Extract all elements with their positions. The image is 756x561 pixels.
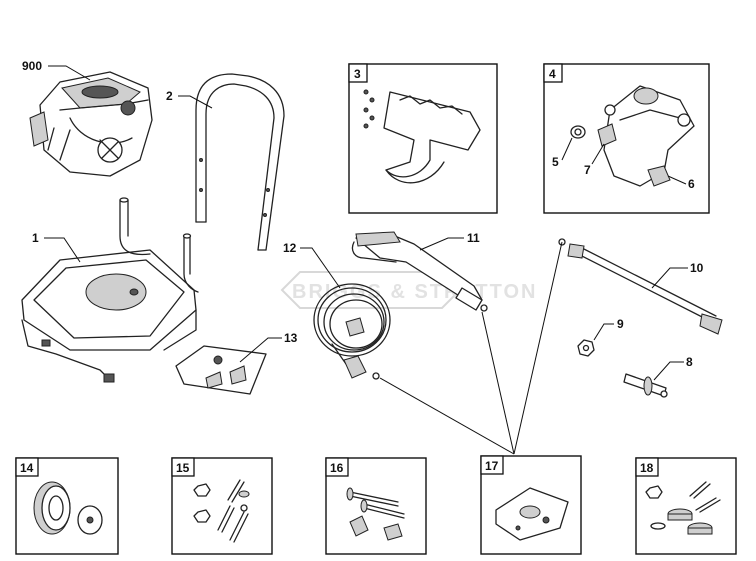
nozzle-nut-part[interactable] [577, 339, 595, 357]
handle-part[interactable] [195, 73, 285, 251]
spray-gun-part[interactable] [351, 231, 488, 312]
label-17: 17 [485, 459, 499, 473]
label-4: 4 [549, 67, 556, 81]
leader-11 [419, 237, 464, 251]
box-3 [348, 63, 498, 214]
box-16 [325, 457, 427, 555]
label-13: 13 [284, 331, 298, 345]
bolt-kit-16-part[interactable] [346, 487, 405, 541]
label-7: 7 [584, 163, 591, 177]
kit-17-part[interactable] [495, 487, 569, 541]
label-5: 5 [552, 155, 559, 169]
label-8: 8 [686, 355, 693, 369]
box-14 [15, 457, 119, 555]
brand-watermark: BRIGGS & STRATTON [280, 271, 535, 309]
wand-part[interactable] [558, 238, 723, 335]
label-6: 6 [688, 177, 695, 191]
label-15: 15 [176, 461, 190, 475]
badge-14 [15, 457, 39, 477]
leader-17-hose [379, 377, 515, 455]
leader-9 [593, 323, 614, 341]
label-14: 14 [20, 461, 34, 475]
pump-part[interactable] [570, 85, 695, 187]
label-2: 2 [166, 89, 173, 103]
leader-17-gun [481, 311, 515, 455]
wheel-part[interactable] [33, 481, 103, 535]
box-18 [635, 457, 737, 555]
badge-17 [480, 455, 504, 475]
badge-16 [325, 457, 349, 477]
feet-kit-18-part[interactable] [645, 481, 721, 535]
label-10: 10 [690, 261, 704, 275]
leader-12 [300, 247, 341, 289]
label-1: 1 [32, 231, 39, 245]
leader-1 [44, 237, 81, 263]
badge-18 [635, 457, 659, 477]
fitting-kit-part[interactable] [175, 345, 267, 395]
leader-17-wand [513, 241, 563, 455]
hose-part[interactable] [313, 283, 391, 380]
box-15 [171, 457, 273, 555]
leader-2 [178, 95, 213, 109]
leader-7 [591, 143, 605, 165]
shaft-part[interactable] [623, 373, 668, 398]
leader-900 [48, 65, 91, 81]
frame-part[interactable] [21, 197, 199, 383]
label-12: 12 [283, 241, 297, 255]
engine-part[interactable] [29, 71, 153, 177]
label-900: 900 [22, 59, 42, 73]
leader-6 [667, 175, 687, 185]
label-3: 3 [354, 67, 361, 81]
badge-3 [348, 63, 368, 83]
leader-10 [651, 267, 688, 289]
label-18: 18 [640, 461, 654, 475]
label-9: 9 [617, 317, 624, 331]
badge-4 [543, 63, 563, 83]
bracket-part[interactable] [363, 89, 481, 184]
leader-5 [561, 137, 573, 161]
box-4 [543, 63, 710, 214]
leader-8 [653, 361, 684, 381]
leader-13 [239, 337, 282, 363]
label-11: 11 [467, 231, 480, 245]
bolt-kit-15-part[interactable] [193, 479, 250, 543]
badge-15 [171, 457, 195, 477]
box-17 [480, 455, 582, 555]
label-16: 16 [330, 461, 344, 475]
